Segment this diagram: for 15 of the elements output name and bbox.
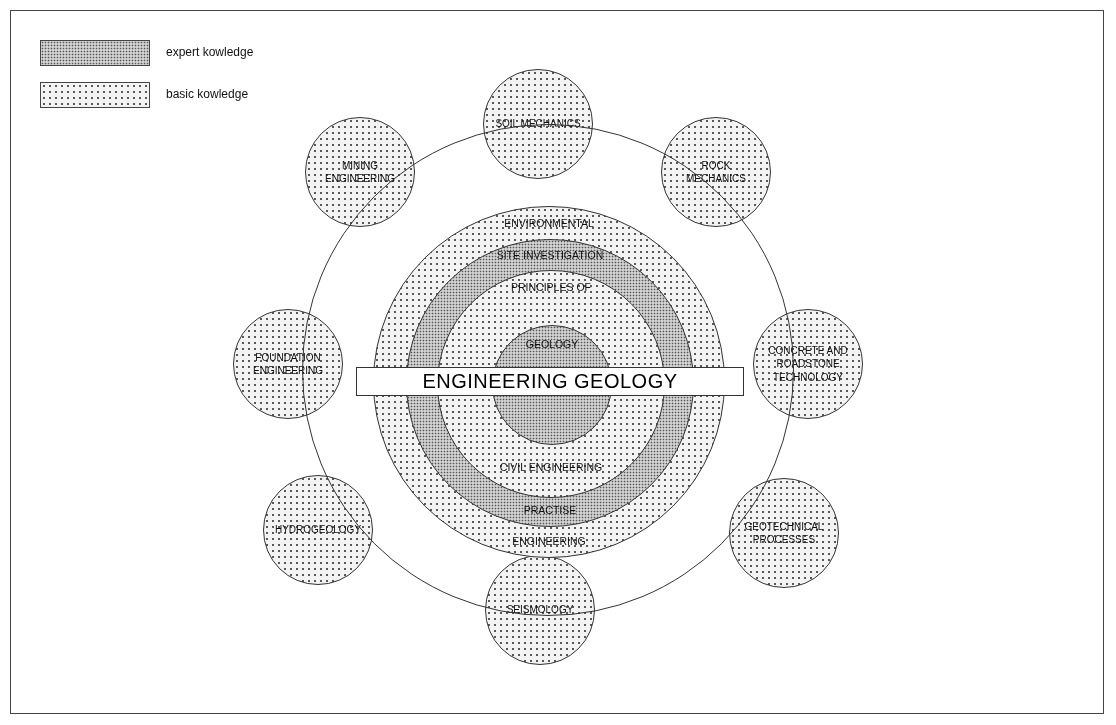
topic-label: SEISMOLOGY — [505, 603, 575, 617]
ring-label: ENGINEERING — [512, 535, 586, 547]
banner-title: ENGINEERING GEOLOGY — [422, 370, 678, 393]
topic-label: HYDROGEOLOGY — [274, 523, 362, 537]
ring-label: CIVIL ENGINEERING — [499, 461, 603, 473]
legend-label: basic kowledge — [166, 87, 249, 101]
ring-label: GEOLOGY — [525, 338, 579, 350]
title-banner — [356, 367, 744, 396]
ring-label: SITE INVESTIGATION — [496, 249, 604, 261]
ring-label: PRACTISE — [523, 504, 577, 516]
ring-label: ENVIRONMENTAL — [504, 217, 594, 229]
topic-label: MINING ENGINEERING — [324, 158, 396, 186]
legend-label: expert kowledge — [166, 45, 254, 59]
topic-label: GEOTECHNICAL PROCESSES — [743, 519, 825, 547]
ring-label: PRINCIPLES OF — [511, 281, 591, 293]
